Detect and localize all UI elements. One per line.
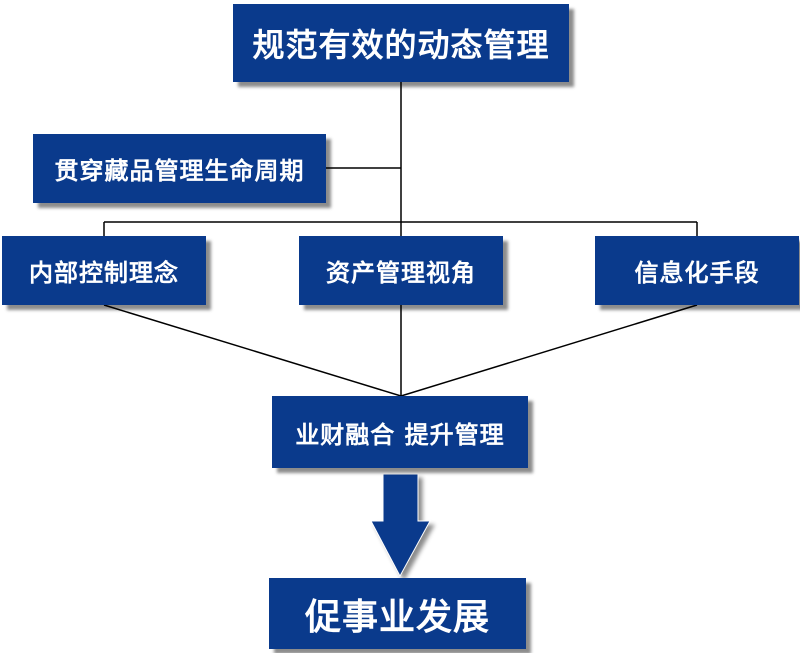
converge-left bbox=[103, 304, 402, 397]
branch-box-informatization: 信息化手段 bbox=[595, 236, 799, 305]
branch-box-asset-management: 资产管理视角 bbox=[299, 236, 503, 305]
merge-box: 业财融合 提升管理 bbox=[272, 396, 528, 468]
converge-right bbox=[400, 304, 698, 397]
top-goal-box: 规范有效的动态管理 bbox=[233, 4, 569, 82]
branch-box-internal-control: 内部控制理念 bbox=[2, 236, 206, 305]
result-box: 促事业发展 bbox=[269, 578, 526, 649]
lifecycle-box: 贯穿藏品管理生命周期 bbox=[33, 134, 326, 203]
down-arrow-icon bbox=[370, 473, 431, 578]
